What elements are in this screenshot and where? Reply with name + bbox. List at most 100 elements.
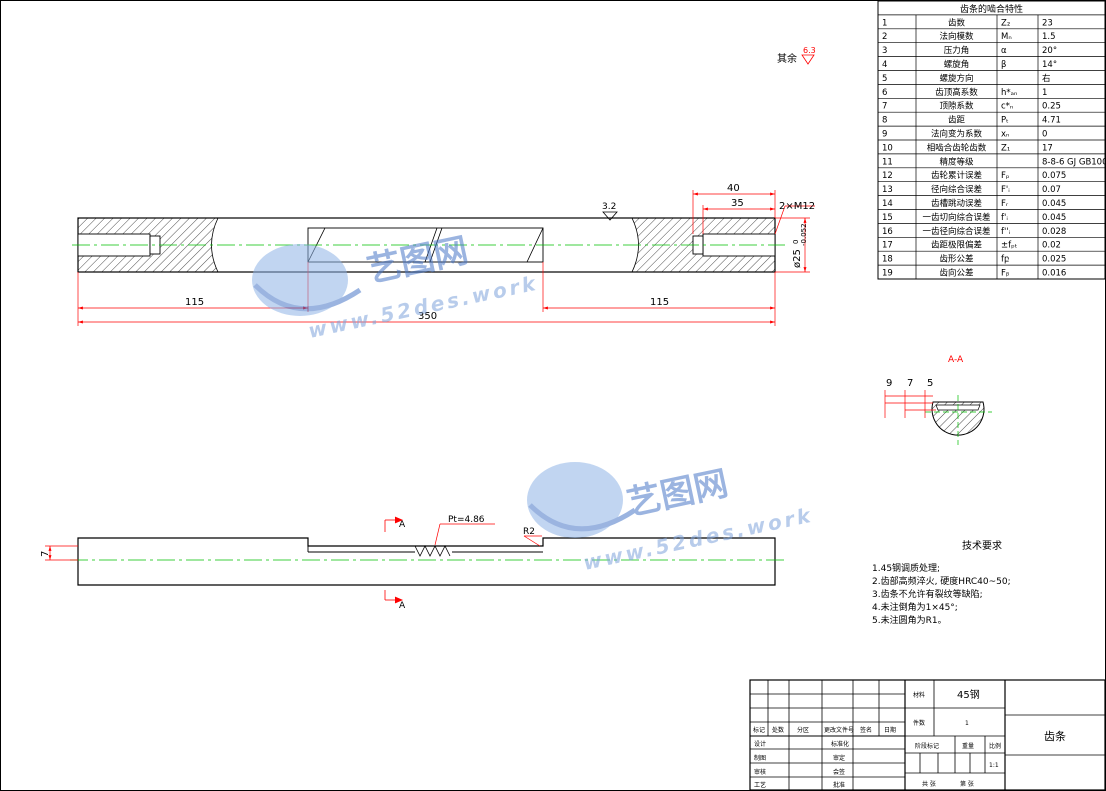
dim-diameter: ø25 (792, 249, 803, 268)
params-cell-val: 0.045 (1042, 213, 1066, 223)
params-cell-no: 1 (882, 18, 887, 28)
params-cell-val: 14° (1042, 60, 1057, 70)
tech-notes-title: 技术要求 (962, 541, 1002, 552)
params-cell-val: 0.016 (1042, 269, 1066, 279)
params-cell-val: 20° (1042, 46, 1057, 56)
material-value: 45钢 (957, 688, 980, 701)
params-cell-no: 10 (882, 143, 893, 153)
params-cell-name: 齿槽跳动误差 (931, 198, 982, 209)
params-cell-val: 4.71 (1042, 116, 1061, 126)
params-cell-sym: fբ (1001, 255, 1009, 265)
params-cell-no: 13 (882, 185, 893, 195)
params-cell-val: 1 (1042, 88, 1047, 98)
params-cell-name: 齿距极限偏差 (931, 240, 982, 251)
params-cell-no: 12 (882, 171, 893, 181)
section-arrow-top-label: A (399, 520, 406, 530)
params-cell-sym: f'ᵢ (1001, 213, 1008, 223)
section-view: A-A 9 7 5 (884, 355, 992, 445)
params-cell-no: 16 (882, 227, 893, 237)
section-dim-5: 5 (927, 378, 933, 389)
params-cell-val: 0.028 (1042, 227, 1066, 237)
params-cell-val: 0.025 (1042, 255, 1066, 265)
params-cell-val: 0.02 (1042, 241, 1061, 251)
tech-note-item: 2.齿部高频淬火, 硬度HRC40~50; (872, 577, 1011, 587)
params-cell-no: 3 (882, 46, 887, 56)
params-cell-val: 0.25 (1042, 102, 1061, 112)
params-cell-val: 0.045 (1042, 199, 1066, 209)
params-cell-name: 一齿径向综合误差 (922, 226, 990, 237)
role-draw: 制图 (754, 754, 766, 762)
title-block-text: 标记 处数 分区 更改文件号 签名 日期 设计 制图 审核 工艺 标准化 审定 … (753, 688, 1066, 789)
params-cell-sym: Mₙ (1001, 32, 1012, 42)
params-table-title: 齿条的啮合特性 (960, 3, 1023, 15)
dim-diameter-tol-up: 0 (792, 240, 800, 244)
params-cell-name: 法向模数 (939, 31, 974, 42)
stage-label: 阶段标记 (915, 742, 939, 750)
rev-header-5: 签名 (860, 726, 872, 734)
top-view (70, 537, 785, 586)
params-cell-no: 8 (882, 116, 887, 126)
params-cell-val: 8-8-6 GJ GB10095-88 (1042, 157, 1106, 167)
top-dimensions (45, 523, 542, 561)
tech-note-item: 3.齿条不允许有裂纹等缺陷; (872, 590, 983, 600)
params-cell-sym: c*ₙ (1001, 102, 1013, 112)
params-cell-name: 螺旋方向 (939, 73, 973, 84)
tech-notes: 技术要求 1.45钢调质处理; 2.齿部高频淬火, 硬度HRC40~50; 3.… (872, 540, 1092, 628)
section-dim-7: 7 (907, 378, 913, 389)
section-arrow-bottom-label: A (399, 601, 406, 611)
roughness-feature-value: 3.2 (602, 202, 616, 212)
params-cell-name: 齿数 (948, 17, 966, 28)
roughness-others-value: 6.3 (803, 46, 816, 55)
params-cell-name: 齿向公差 (939, 268, 973, 279)
part-name: 齿条 (1044, 729, 1066, 743)
params-cell-val: 右 (1042, 73, 1051, 84)
material-label: 材料 (913, 691, 925, 699)
params-cell-name: 齿形公差 (939, 254, 973, 265)
rev-header-6: 日期 (884, 726, 896, 734)
params-cell-val: 0.07 (1042, 185, 1061, 195)
tech-note-item: 1.45钢调质处理; (872, 564, 941, 574)
params-cell-name: 压力角 (944, 45, 970, 56)
weight-label: 重量 (962, 742, 974, 750)
role2-approve: 批准 (833, 781, 845, 789)
params-cell-name: 顶隙系数 (939, 101, 974, 112)
tech-note-item: 4.未注倒角为1×45°; (872, 603, 958, 613)
sheet2-label: 第 张 (960, 780, 974, 788)
rev-header-2: 处数 (772, 726, 784, 734)
role2-std: 标准化 (831, 740, 849, 748)
roughness-others: 其余 6.3 (777, 46, 816, 65)
sheet-label: 共 张 (922, 780, 936, 788)
title-block (749, 679, 1106, 791)
params-cell-sym: α (1001, 46, 1007, 56)
watermark-1: 艺图网 www.52des.work (252, 230, 540, 343)
params-cell-name: 齿轮累计误差 (931, 170, 982, 181)
params-cell-no: 9 (882, 130, 887, 140)
params-cell-no: 6 (882, 88, 887, 98)
params-cell-sym: Z₂ (1001, 18, 1010, 28)
role2-check: 审定 (833, 754, 845, 762)
front-view (72, 217, 785, 273)
params-cell-sym: f''ᵢ (1001, 227, 1010, 237)
params-cell-no: 11 (882, 157, 893, 167)
roughness-others-label: 其余 (777, 52, 797, 65)
dim-40: 40 (727, 183, 740, 194)
qty-label: 件数 (913, 719, 925, 727)
scale-label: 比例 (989, 742, 1001, 750)
role-review: 审核 (754, 768, 766, 776)
dim-r2: R2 (523, 527, 535, 537)
roughness-feature: 3.2 (602, 202, 618, 221)
params-cell-no: 18 (882, 255, 893, 265)
params-cell-no: 2 (882, 32, 887, 42)
params-cell-val: 23 (1042, 18, 1053, 28)
tech-note-item: 5.未注圆角为R1。 (872, 616, 947, 626)
params-cell-no: 14 (882, 199, 893, 209)
params-cell-name: 相啮合齿轮齿数 (927, 142, 987, 153)
rev-header-1: 标记 (753, 726, 765, 734)
params-cell-sym: ±fₚₜ (1001, 241, 1017, 251)
params-cell-no: 7 (882, 102, 887, 112)
params-cell-name: 一齿切向综合误差 (922, 212, 990, 223)
params-cell-name: 齿距 (948, 116, 966, 126)
params-cell-val: 17 (1042, 143, 1053, 153)
